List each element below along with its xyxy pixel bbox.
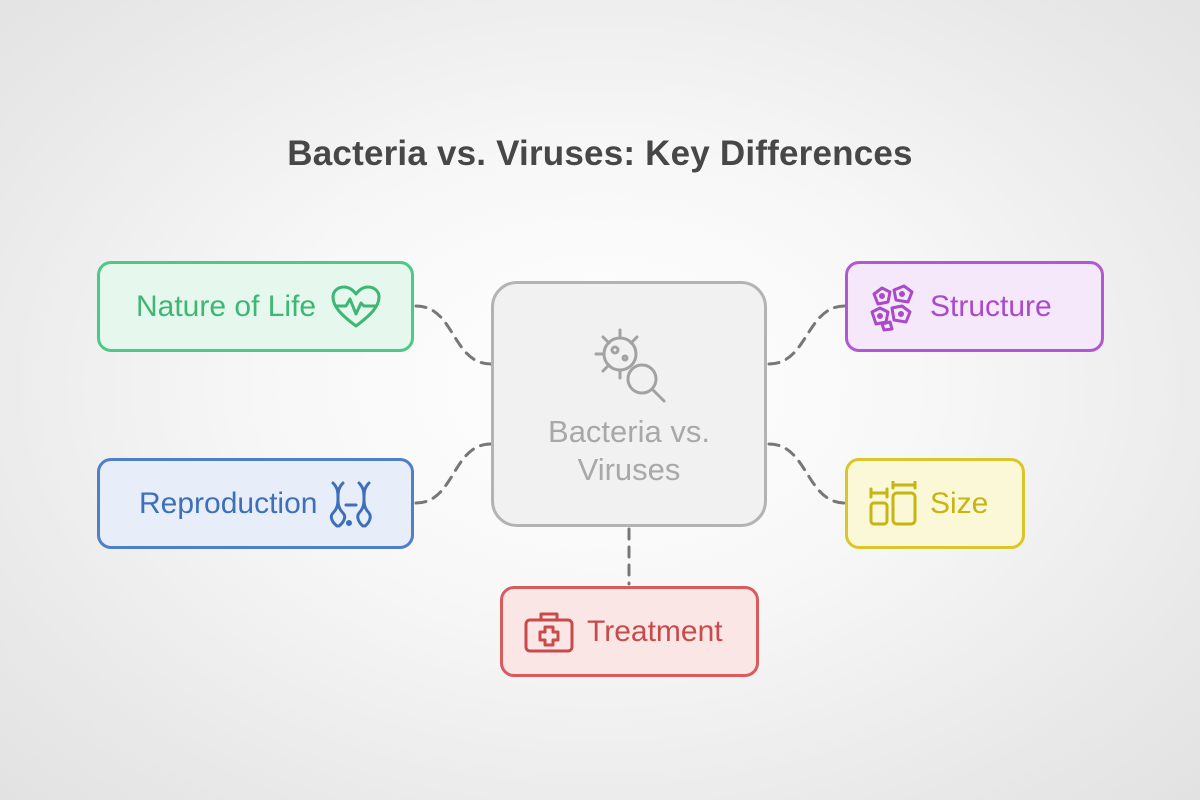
bacteria-magnifier-icon <box>594 328 666 403</box>
center-label-line1: Bacteria vs. <box>548 414 710 449</box>
node-nature-of-life: Nature of Life <box>97 261 414 352</box>
diagram-title: Bacteria vs. Viruses: Key Differences <box>287 134 913 173</box>
connector-structure <box>767 304 847 366</box>
center-node: Bacteria vs. Viruses <box>491 281 767 527</box>
node-structure: Structure <box>845 261 1104 352</box>
size-comparison-icon <box>869 480 917 525</box>
node-treatment: Treatment <box>500 586 759 677</box>
node-treatment-label: Treatment <box>587 614 723 648</box>
node-structure-label: Structure <box>930 289 1052 323</box>
cells-icon <box>870 284 914 331</box>
first-aid-kit-icon <box>524 612 574 652</box>
connector-size <box>767 442 847 505</box>
node-size: Size <box>845 458 1025 549</box>
dna-division-icon <box>330 481 373 527</box>
node-size-label: Size <box>930 486 989 520</box>
node-reproduction: Reproduction <box>97 458 414 549</box>
center-label-line2: Viruses <box>577 452 681 487</box>
node-nature-of-life-label: Nature of Life <box>136 289 317 323</box>
connector-nature-of-life <box>414 304 493 366</box>
connector-reproduction <box>414 442 493 505</box>
center-label: Bacteria vs. Viruses <box>494 413 764 489</box>
node-reproduction-label: Reproduction <box>139 486 318 520</box>
heartbeat-icon <box>331 285 381 327</box>
